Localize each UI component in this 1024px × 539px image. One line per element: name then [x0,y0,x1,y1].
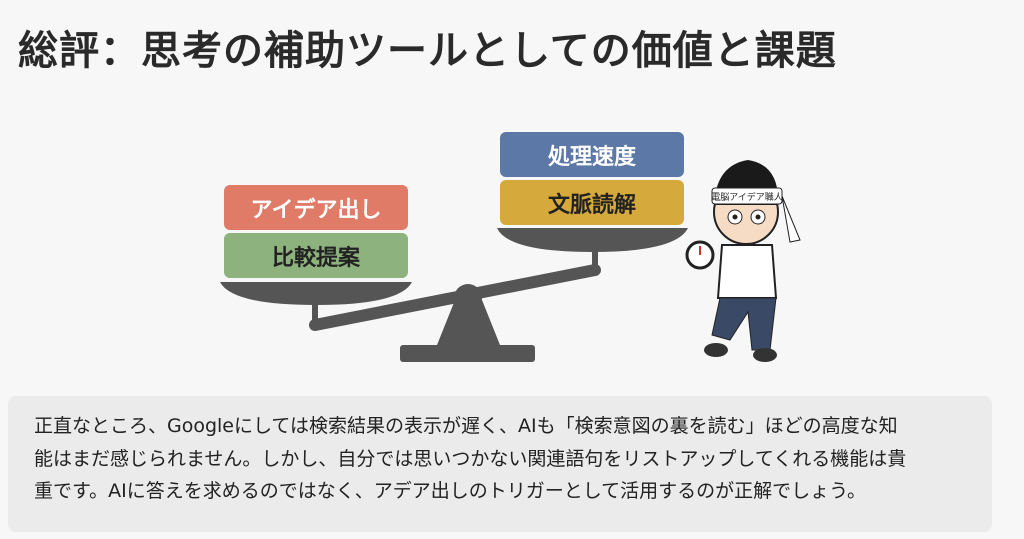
scale-stand [437,300,500,345]
right-pan [497,228,688,252]
balance-scale-illustration: 電脳アイデア職人 [220,160,801,362]
character-body [716,244,778,299]
page-title: 総評：思考の補助ツールとしての価値と課題 [18,28,837,74]
block-processing-speed: 処理速度 [500,132,684,177]
scale [220,228,688,362]
scale-base [400,345,535,362]
block-context-understanding: 文脈読解 [500,180,684,225]
summary-line: 正直なところ、Googleにしては検索結果の表示が遅く、AIも「検索意図の裏を読… [34,415,898,437]
scale-beam [309,264,601,331]
block-idea-generation: アイデア出し [224,185,408,230]
summary-line: 重です。AIに答えを求めるのではなく、アデア出しのトリガーとして活用するのが正解… [34,480,866,502]
summary-line: 能はまだ感じられません。しかし、自分では思いつかない関連語句をリストアップしてく… [34,447,907,470]
left-pan [220,282,412,305]
block-comparison-proposal: 比較提案 [224,233,408,278]
character: 電脳アイデア職人 [685,160,801,362]
summary-box: 正直なところ、Googleにしては検索結果の表示が遅く、AIも「検索意図の裏を読… [8,396,992,532]
headband-text: 電脳アイデア職人 [711,191,783,203]
